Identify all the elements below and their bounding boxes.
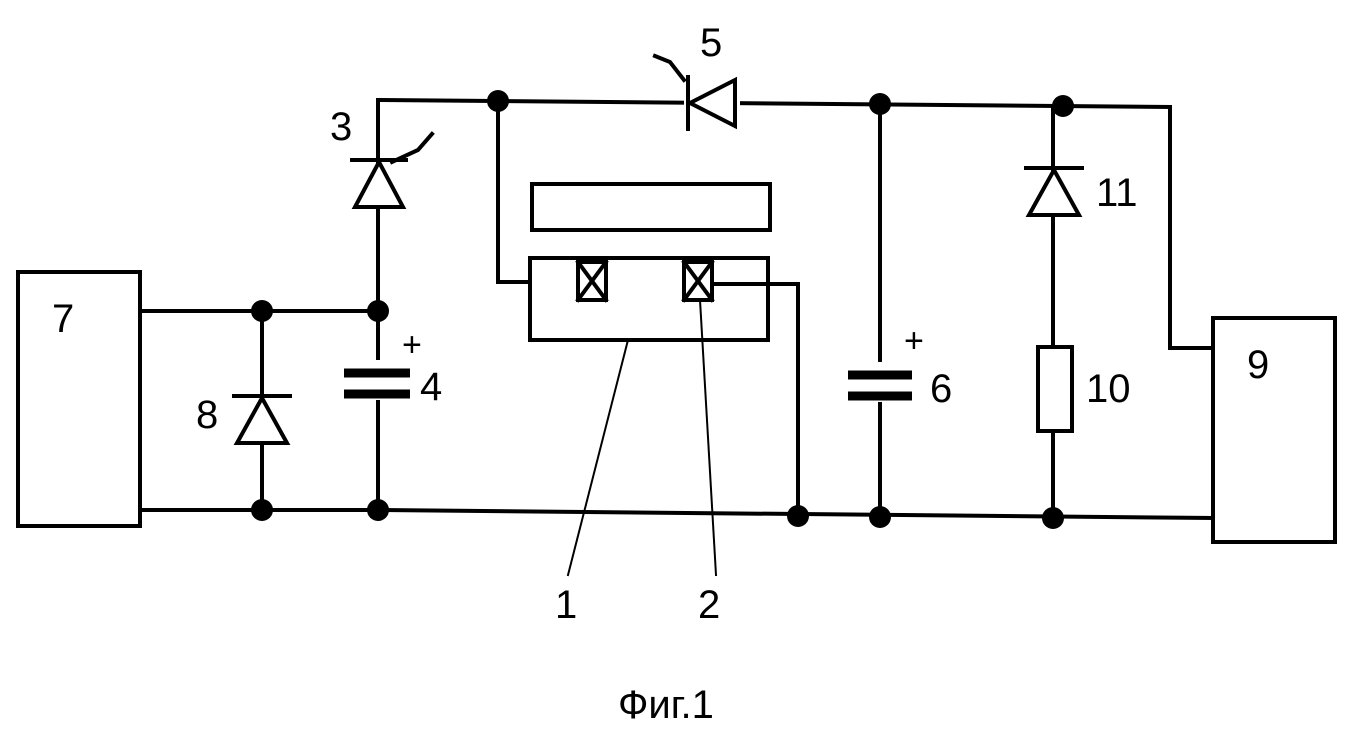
label-6: 6 [930,367,952,411]
relay-body [530,258,768,340]
relay-element-1 [530,184,770,340]
label-7: 7 [52,297,74,341]
relay-armature [532,184,770,230]
block-7 [18,272,140,526]
label-9: 9 [1247,343,1269,387]
diode-8 [234,396,290,443]
label-3: 3 [330,105,352,149]
coil-left [578,262,606,300]
block-9 [1213,318,1335,542]
coil-right [684,262,712,300]
label-11: 11 [1096,171,1138,215]
resistor-10 [1038,347,1072,431]
thyristor-5 [655,56,740,129]
capacitor-4 [340,360,416,400]
thyristor-3 [352,134,432,207]
leader-1 [568,340,628,575]
plus-6: + [904,322,924,360]
label-4: 4 [420,365,442,409]
diode-11 [1026,168,1082,215]
label-1: 1 [555,583,577,627]
label-8: 8 [196,393,218,437]
capacitor-6 [845,362,917,402]
figure-caption: Фиг.1 [618,683,714,727]
plus-4: + [402,326,422,364]
label-5: 5 [700,21,722,65]
label-2: 2 [698,583,720,627]
label-10: 10 [1086,367,1131,411]
